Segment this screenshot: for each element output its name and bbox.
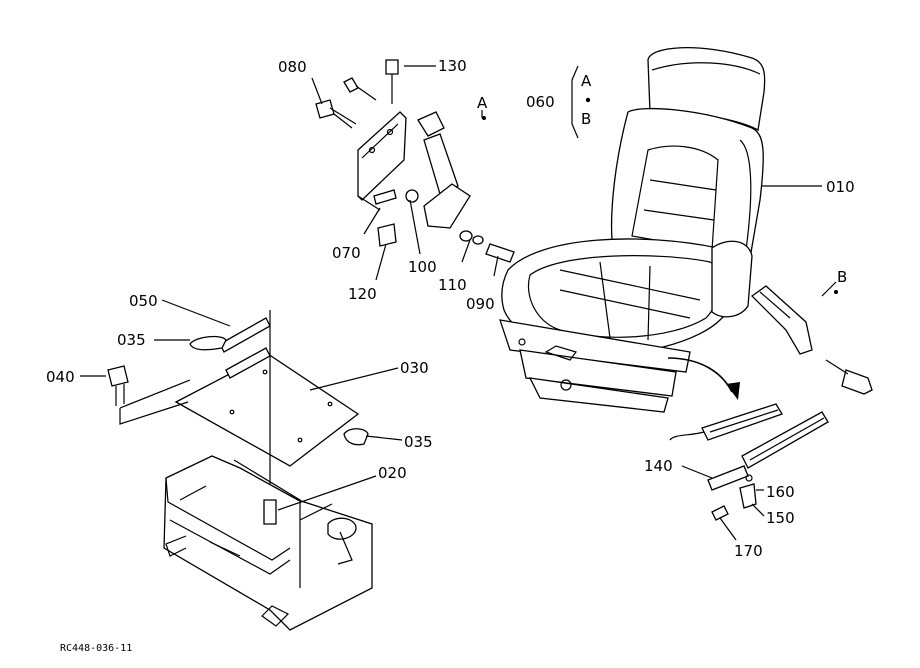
callout-040: 040	[46, 368, 75, 386]
callout-035-bottom: 035	[404, 433, 433, 451]
group-ref-a: A	[581, 72, 592, 90]
slide-rail-parts	[669, 403, 829, 521]
callout-ref-b: B	[837, 268, 847, 286]
callout-090: 090	[466, 295, 495, 313]
callout-020: 020	[378, 464, 407, 482]
callout-010: 010	[826, 178, 855, 196]
group-ref-b: B	[581, 110, 591, 128]
seat-frame-parts	[107, 310, 373, 631]
callout-150: 150	[766, 509, 795, 527]
leader-lines	[80, 65, 838, 541]
callout-120: 120	[348, 285, 377, 303]
seat-assembly	[499, 46, 873, 413]
callout-labels: 080 130 A 060 A B 010 B 070 100 110 090 …	[46, 57, 855, 654]
callout-070: 070	[332, 244, 361, 262]
seat-belt-bracket-parts	[315, 59, 515, 263]
callout-060: 060	[526, 93, 555, 111]
callout-050: 050	[129, 292, 158, 310]
callout-035-top: 035	[117, 331, 146, 349]
drawing-code: RC448-036-11	[60, 643, 132, 654]
callout-110: 110	[438, 276, 467, 294]
callout-100: 100	[408, 258, 437, 276]
callout-140: 140	[644, 457, 673, 475]
callout-160: 160	[766, 483, 795, 501]
callout-170: 170	[734, 542, 763, 560]
callout-130: 130	[438, 57, 467, 75]
callout-080: 080	[278, 58, 307, 76]
callout-ref-a: A	[477, 94, 488, 112]
callout-030: 030	[400, 359, 429, 377]
